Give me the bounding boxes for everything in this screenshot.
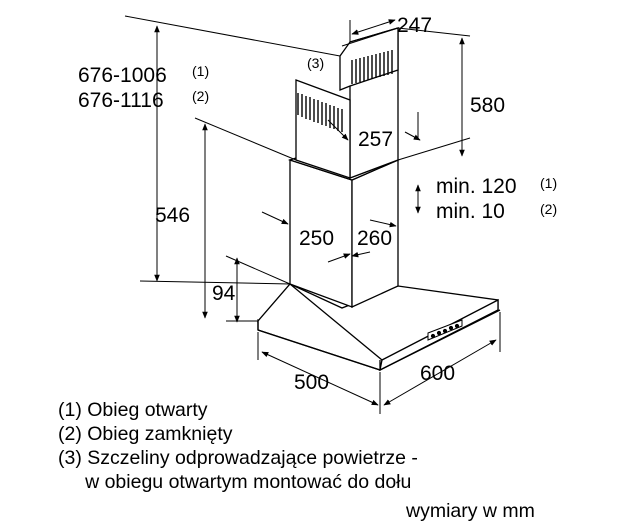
dimension-lines [124,15,501,414]
canopy-height-label: 94 [212,282,236,305]
depth-label: 500 [294,371,329,394]
legend: (1) Obieg otwarty (2) Obieg zamknięty (3… [58,398,418,494]
hood-body [257,27,501,372]
chimney-depth-lower-label: 260 [357,227,392,250]
min-clearance-2-label: min. 10 [436,200,505,223]
total-height-1-ref: (1) [192,63,209,79]
legend-item-2: (2) Obieg zamknięty [58,423,233,445]
total-height-2-label: 676-1116 [78,89,164,112]
lower-height-label: 546 [155,204,190,227]
min-clearance-1-label: min. 120 [436,175,517,198]
legend-item-1: (1) Obieg otwarty [58,399,208,421]
width-label: 600 [420,362,455,385]
slot-ref-label: (3) [307,55,324,71]
total-height-1-label: 676-1006 [78,64,167,87]
chimney-top-width-label: 247 [397,14,432,37]
vent-slots-side [351,50,393,84]
min-clearance-2-ref: (2) [540,201,557,217]
dimension-labels: 676-1006 (1) 676-1116 (2) 247 (3) 580 25… [78,14,557,394]
chimney-depth-label: 257 [358,128,393,151]
chimney-top-height-label: 580 [470,94,505,117]
control-panel [427,319,463,341]
vent-slots-front [297,93,343,132]
legend-item-3-cont: w obiegu otwartym montować do dołu [58,471,412,493]
chimney-width-label: 250 [299,227,334,250]
legend-item-3: (3) Szczeliny odprowadzające powietrze - [58,447,418,469]
min-clearance-1-ref: (1) [540,175,557,191]
total-height-2-ref: (2) [192,88,209,104]
units-note: wymiary w mm [406,500,535,522]
